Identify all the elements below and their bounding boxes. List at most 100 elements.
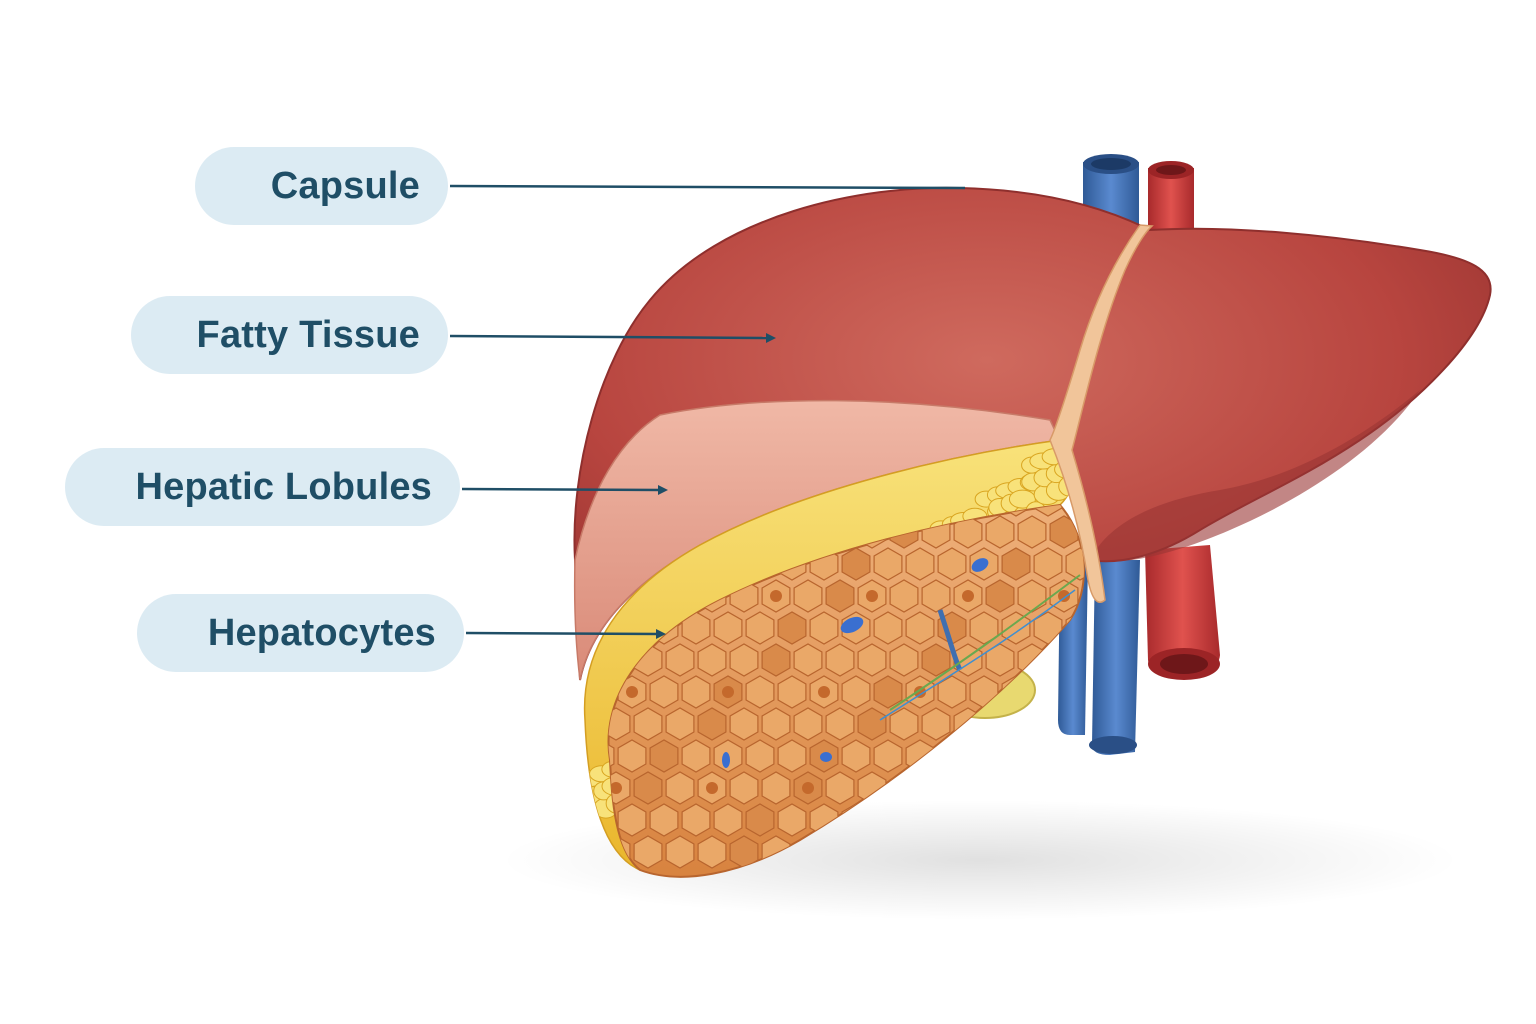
leader-lines [449,184,966,639]
hepatocyte-cell [761,643,791,677]
hepatocyte-cell [1001,611,1031,645]
hepatocyte-cell [665,771,695,805]
hepatocyte-cell [1065,547,1084,581]
central-vein-dot [898,782,910,794]
lobule-vessels [722,558,1081,768]
hepatocyte-cell [937,547,967,581]
hepatocyte-cell [969,739,999,773]
arrowhead-hepatic-lobules [658,485,668,495]
hepatocyte-cell [633,771,663,805]
hepatocyte-cell [921,643,951,677]
hepatocyte-cell [1017,707,1047,741]
central-vein-dot [722,686,734,698]
hepatocyte-cell [793,579,823,613]
hepatocyte-cell [889,579,919,613]
hepatocyte-cell [777,803,807,837]
label-fatty-tissue: Fatty Tissue [131,296,448,374]
hepatocyte-cell [937,739,967,773]
central-vein-dot [994,782,1006,794]
hepatocyte-cell [697,835,727,869]
hepatocyte-cell [1033,505,1063,517]
hepatocyte-cell [841,675,871,709]
hepatocyte-cell [1081,579,1084,613]
hepatocyte-cell [985,579,1015,613]
hepatocyte-cell [608,739,615,773]
hepatocyte-cell [617,803,647,837]
hepatocyte-cell [665,835,695,869]
central-vein-dot [610,782,622,794]
hepatocyte-cell [1017,771,1047,805]
label-hepatic-lobules: Hepatic Lobules [65,448,460,526]
hepatocyte-cell [921,579,951,613]
hepatocyte-cell [681,803,711,837]
hepatocyte-cell [617,739,647,773]
falciform-ligament [1049,224,1154,603]
hepatocyte-cell [921,707,951,741]
hepatocyte-cell [841,739,871,773]
hepatocyte-cell [809,611,839,645]
central-vein-dot [866,590,878,602]
hepatocyte-cell [745,739,775,773]
hepatocyte-cell [729,707,759,741]
label-capsule-text: Capsule [270,164,420,207]
hepatocyte-cell [745,675,775,709]
leader-line-capsule [449,184,966,190]
hepatocyte-cell [649,803,679,837]
hepatocyte-cell [889,643,919,677]
hepatocyte-cell [1033,675,1063,709]
hepatocyte-cell [697,643,727,677]
hepatocyte-cell [745,803,775,837]
label-capsule: Capsule [195,147,448,225]
hepatocyte-cell [729,771,759,805]
hepatocyte-cell [985,515,1015,549]
fat-cell [584,775,590,793]
hepatocyte-cell [713,803,743,837]
central-vein-dot [626,686,638,698]
hepatocyte-cell [729,643,759,677]
hepatocyte-cell [825,707,855,741]
hepatocyte-cell [825,643,855,677]
hepatocyte-cell [825,771,855,805]
leader-line-hepatic-lobules [461,487,663,492]
hepatocyte-cell [1017,515,1047,549]
label-hepatic-lobules-text: Hepatic Lobules [135,465,432,508]
hepatocyte-cell [921,771,951,805]
hepatocyte-cell [889,707,919,741]
hepatocyte-cell [633,835,663,869]
hepatocyte-cell [1001,547,1031,581]
leader-line-hepatocytes [465,631,661,636]
leader-line-fatty-tissue [449,334,771,340]
arrowhead-hepatocytes [656,629,666,639]
hepatocyte-cell [857,643,887,677]
hepatocyte-cell [953,771,983,805]
central-vein-dot [1058,590,1070,602]
hepatocyte-cell [1033,739,1063,773]
hepatocyte-cell [873,547,903,581]
hepatocyte-cell [633,707,663,741]
hepatocyte-cell [761,771,791,805]
hepatocyte-cell [825,579,855,613]
hepatocyte-cell [777,675,807,709]
label-hepatocytes: Hepatocytes [137,594,464,672]
hepatocyte-cell [713,611,743,645]
hepatocyte-cell [777,739,807,773]
central-vein-dot [1090,782,1102,794]
label-hepatocytes-text: Hepatocytes [207,611,436,654]
label-fatty-tissue-text: Fatty Tissue [196,313,420,356]
liver-underside [1090,390,1420,562]
hepatocyte-cell [793,643,823,677]
hepatocyte-cell [1049,771,1079,805]
hepatic-artery-bottom [1145,545,1220,680]
hepatocyte-cell [777,611,807,645]
central-vein-dot [802,782,814,794]
central-vein-dot [818,686,830,698]
hepatocyte-cell [761,707,791,741]
hepatocyte-cell [969,611,999,645]
arrowhead-fatty-tissue [766,333,776,343]
hepatocyte-cell [681,739,711,773]
hepatocyte-cell [841,547,871,581]
central-vein-dot [770,590,782,602]
central-vein-dot [706,782,718,794]
